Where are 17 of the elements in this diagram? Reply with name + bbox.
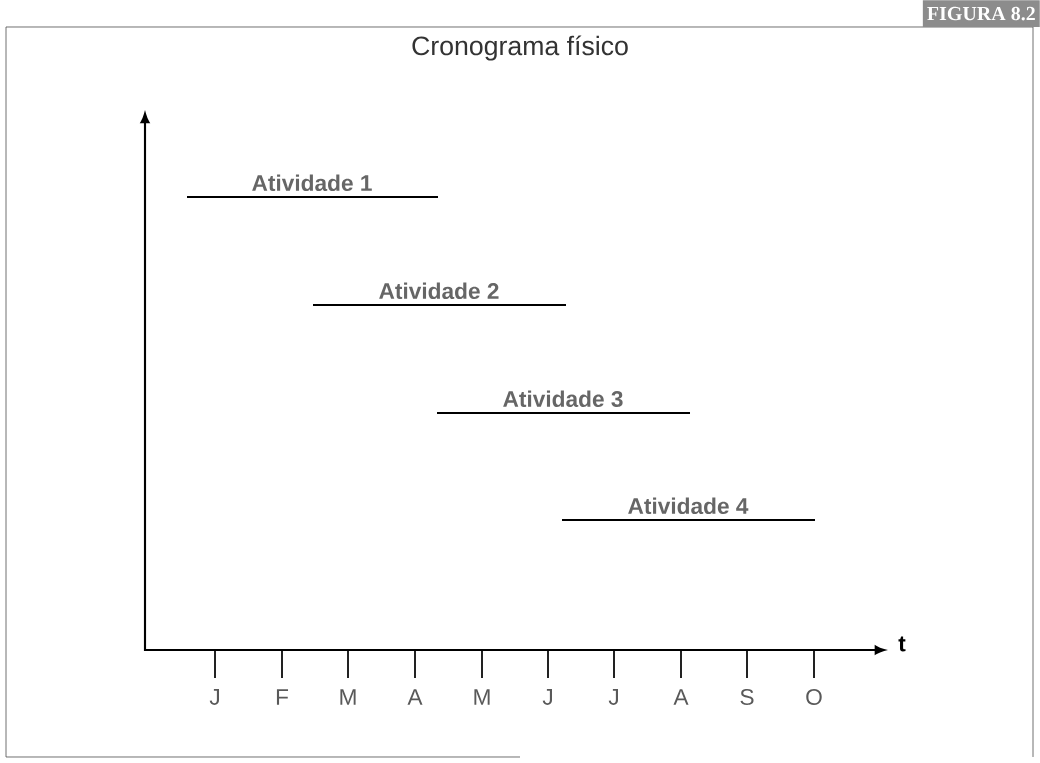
- month-label: J: [209, 689, 219, 705]
- month-label: O: [806, 688, 822, 706]
- month-label: J: [608, 689, 618, 705]
- activity-bar: Atividade 1: [187, 174, 438, 199]
- figure-badge: FIGURA 8.2: [922, 0, 1040, 27]
- activity-bar: Atividade 2: [313, 282, 566, 307]
- month-label: S: [740, 688, 754, 706]
- activity-bar: Atividade 4: [562, 497, 815, 522]
- month-label: J: [542, 689, 552, 705]
- axis-label: t: [898, 636, 906, 652]
- activity-bar: Atividade 3: [437, 390, 690, 415]
- month-label: A: [673, 689, 689, 705]
- title: Cronograma físico: [412, 35, 628, 61]
- month-label: A: [407, 689, 423, 705]
- month-label: M: [474, 689, 490, 705]
- month-label: M: [340, 689, 356, 705]
- month-label: F: [276, 689, 289, 705]
